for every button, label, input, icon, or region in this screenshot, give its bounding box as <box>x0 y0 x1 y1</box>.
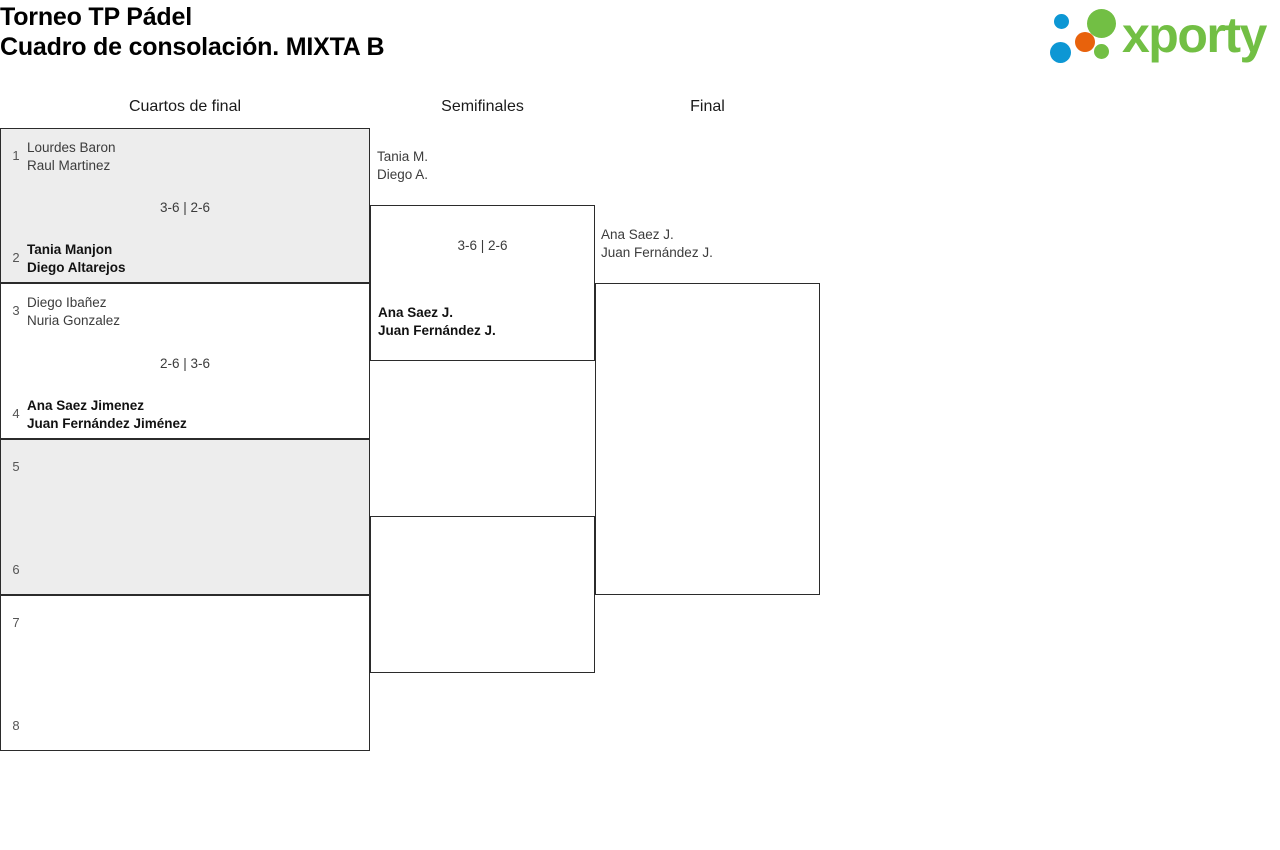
logo-dots <box>1050 8 1128 66</box>
page-title: Torneo TP Pádel Cuadro de consolación. M… <box>0 2 385 62</box>
match-final[interactable] <box>595 283 820 595</box>
qf1-bottom-seed: 2 <box>12 250 20 265</box>
tournament-name: Torneo TP Pádel <box>0 3 192 31</box>
qf2-top-team: Diego Ibañez Nuria Gonzalez <box>27 295 121 328</box>
match-quarterfinal-3[interactable]: 5 6 <box>0 439 370 595</box>
qf2-score: 2-6 | 3-6 <box>159 356 211 371</box>
logo-dot-green-small <box>1094 44 1109 59</box>
match-semifinal-2[interactable] <box>370 516 595 673</box>
sf1-bottom-team: Ana Saez J. Juan Fernández J. <box>378 305 496 338</box>
xporty-logo[interactable]: xporty <box>1050 6 1278 68</box>
qf3-top-seed: 5 <box>12 459 20 474</box>
logo-dot-green-large <box>1087 9 1116 38</box>
round-header-semifinals: Semifinales <box>441 98 524 115</box>
logo-dot-blue-top <box>1054 14 1069 29</box>
sf1-score: 3-6 | 2-6 <box>457 238 508 253</box>
qf1-top-seed: 1 <box>12 148 20 163</box>
semifinal-1-top-team: Tania M. Diego A. <box>377 149 429 182</box>
qf3-bottom-seed: 6 <box>12 562 20 577</box>
qf4-top-seed: 7 <box>12 615 20 630</box>
qf1-bottom-team: Tania Manjon Diego Altarejos <box>27 242 126 275</box>
match-semifinal-1[interactable]: 3-6 | 2-6 Ana Saez J. Juan Fernández J. <box>370 205 595 361</box>
match-quarterfinal-2[interactable]: 3 Diego Ibañez Nuria Gonzalez 2-6 | 3-6 … <box>0 283 370 439</box>
round-header-quarterfinals: Cuartos de final <box>128 98 242 115</box>
qf2-bottom-seed: 4 <box>12 406 20 421</box>
qf1-score: 3-6 | 2-6 <box>159 200 211 215</box>
final-top-team: Ana Saez J. Juan Fernández J. <box>601 227 713 260</box>
qf1-top-team: Lourdes Baron Raul Martinez <box>27 140 116 173</box>
logo-dot-blue-bottom <box>1050 42 1071 63</box>
match-quarterfinal-1[interactable]: 1 Lourdes Baron Raul Martinez 3-6 | 2-6 … <box>0 128 370 283</box>
qf2-bottom-team: Ana Saez Jimenez Juan Fernández Jiménez <box>27 398 187 431</box>
logo-dot-orange <box>1075 32 1095 52</box>
logo-wordmark: xporty <box>1122 7 1267 63</box>
match-quarterfinal-4[interactable]: 7 8 <box>0 595 370 751</box>
round-header-final: Final <box>690 98 725 115</box>
bracket-subtitle: Cuadro de consolación. MIXTA B <box>0 33 385 61</box>
qf4-bottom-seed: 8 <box>12 718 20 733</box>
qf2-top-seed: 3 <box>12 303 20 318</box>
